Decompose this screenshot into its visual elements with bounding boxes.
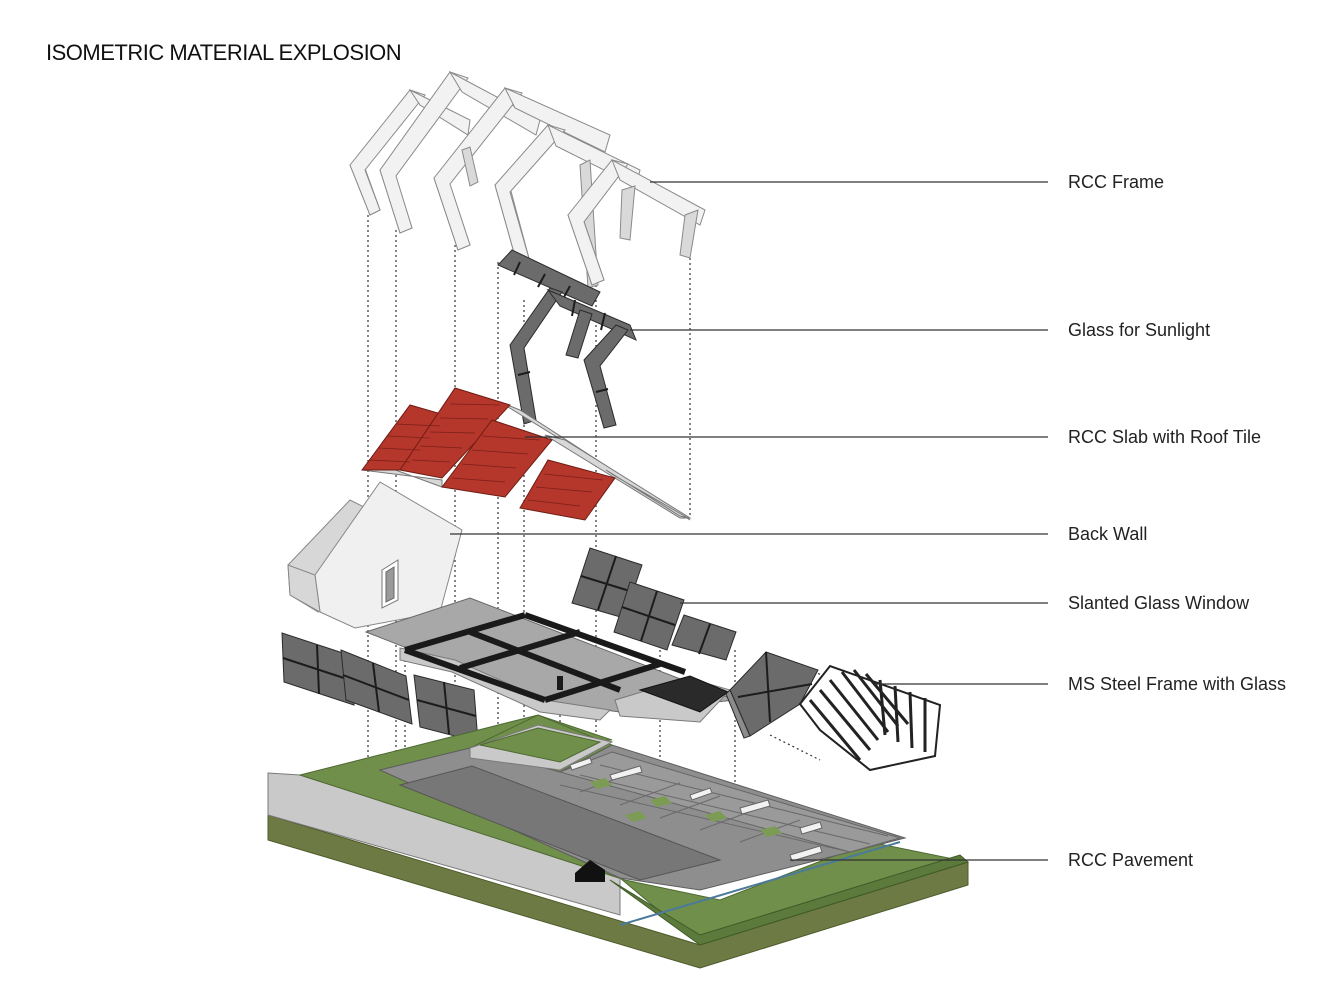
label-rcc-pavement: RCC Pavement [1068, 850, 1193, 870]
rcc-pavement [267, 714, 970, 969]
label-rcc-frame: RCC Frame [1068, 172, 1164, 192]
label-glass-for-sunlight: Glass for Sunlight [1068, 320, 1210, 340]
label-slanted-glass-window: Slanted Glass Window [1068, 593, 1250, 613]
label-ms-steel-frame-with-glass: MS Steel Frame with Glass [1068, 674, 1286, 694]
label-back-wall: Back Wall [1068, 524, 1147, 544]
callouts: RCC Frame Glass for Sunlight RCC Slab wi… [450, 172, 1286, 870]
diagram-title: ISOMETRIC MATERIAL EXPLOSION [46, 40, 402, 65]
rcc-frame [349, 70, 706, 289]
ms-steel-frame-with-glass [281, 597, 942, 772]
glass-for-sunlight [497, 249, 637, 429]
label-rcc-slab-with-roof-tile: RCC Slab with Roof Tile [1068, 427, 1261, 447]
back-wall [287, 481, 463, 629]
rcc-slab-with-roof-tile [361, 387, 692, 521]
slanted-glass-window [571, 547, 737, 661]
